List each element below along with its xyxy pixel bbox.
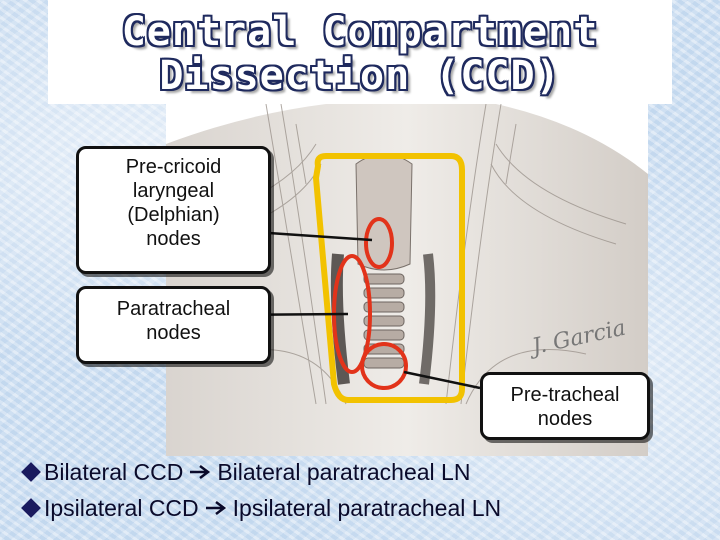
bullet-item: Ipsilateral CCD Ipsilateral paratracheal… (18, 490, 708, 526)
central-compartment-outline (312, 153, 465, 403)
callout-delphian-line-3: (Delphian) (127, 204, 220, 226)
bullet-right-text: Bilateral paratracheal LN (217, 458, 471, 485)
callout-delphian-line-4: nodes (146, 228, 201, 250)
bullet-list: Bilateral CCD Bilateral paratracheal LN … (18, 454, 708, 526)
callout-pretracheal-line-1: Pre-tracheal (510, 384, 620, 406)
pretracheal-node-circle (360, 342, 408, 390)
bullet-left-text: Bilateral CCD (44, 458, 184, 485)
right-arrow-icon (189, 459, 211, 486)
delphian-node-circle (364, 217, 394, 269)
neck-anatomy-illustration: J. Garcia (166, 104, 648, 456)
title-backdrop (48, 0, 672, 104)
callout-pretracheal-nodes: Pre-tracheal nodes (480, 372, 650, 440)
right-arrow-icon (205, 495, 227, 522)
callout-delphian-line-2: laryngeal (132, 180, 215, 202)
bullet-item: Bilateral CCD Bilateral paratracheal LN (18, 454, 708, 490)
callout-paratracheal-line-2: nodes (146, 322, 201, 344)
callout-delphian-line-1: Pre-cricoid (125, 156, 222, 178)
diamond-bullet-icon (21, 498, 41, 518)
bullet-left-text: Ipsilateral CCD (44, 494, 199, 521)
title-line-2: Dissection (CCD) (159, 53, 561, 99)
slide-title: Central Compartment Dissection (CCD) (48, 10, 672, 98)
callout-paratracheal-nodes: Paratracheal nodes (76, 286, 271, 364)
callout-paratracheal-line-1: Paratracheal (116, 298, 231, 320)
callout-pretracheal-line-2: nodes (537, 408, 593, 430)
callout-delphian-nodes: Pre-cricoid laryngeal (Delphian) nodes (76, 146, 271, 274)
bullet-right-text: Ipsilateral paratracheal LN (232, 494, 502, 521)
title-line-1: Central Compartment (121, 9, 599, 55)
diamond-bullet-icon (21, 462, 41, 482)
